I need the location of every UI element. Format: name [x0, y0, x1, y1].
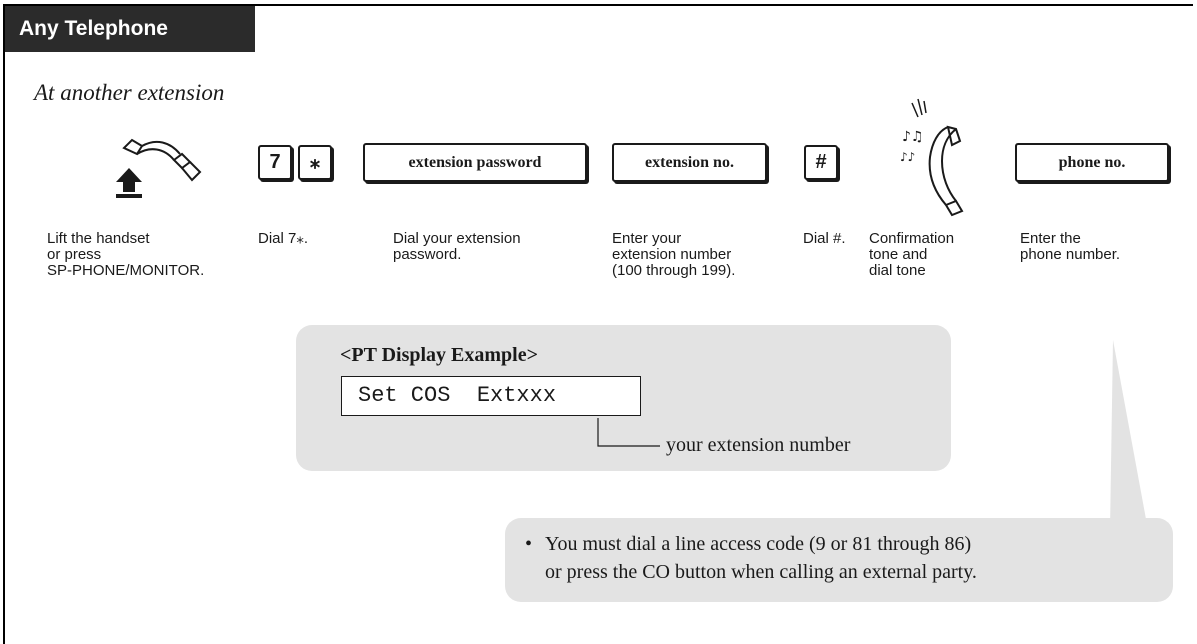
note-text: You must dial a line access code (9 or 8…	[545, 533, 977, 583]
key-hash: #	[804, 145, 838, 180]
phone-no-key: phone no.	[1015, 143, 1169, 182]
handset-lift-icon	[116, 138, 202, 198]
note-callout	[505, 518, 1173, 602]
step-3-label: Dial your extension password.	[393, 230, 521, 263]
extension-no-key: extension no.	[612, 143, 767, 182]
extension-password-key: extension password	[363, 143, 587, 182]
step-4-label: Enter your extension number (100 through…	[612, 230, 736, 279]
key-star: ⁎	[298, 145, 332, 180]
step-5-label: Dial #.	[803, 230, 846, 247]
page-frame	[3, 4, 1193, 644]
pt-display-lcd: Set COS Extxxx	[341, 376, 641, 416]
step-2-label: Dial 7⁎.	[258, 230, 309, 247]
section-header: Any Telephone	[5, 6, 255, 52]
step-1-label: Lift the handset or press SP-PHONE/MONIT…	[47, 230, 205, 279]
key-7: 7	[258, 145, 292, 180]
note-bullet: •	[525, 533, 533, 555]
svg-text:♪♫: ♪♫	[902, 129, 924, 145]
lcd-annotation: your extension number	[666, 434, 851, 456]
subtitle: At another extension	[34, 80, 225, 105]
ringing-handset-icon: ♪♫ ♪♪	[900, 98, 964, 217]
svg-text:♪♪: ♪♪	[900, 150, 915, 164]
step-6-label: Confirmation tone and dial tone	[869, 230, 955, 279]
pt-display-title: <PT Display Example>	[340, 344, 539, 366]
step-7-label: Enter the phone number.	[1020, 230, 1121, 263]
